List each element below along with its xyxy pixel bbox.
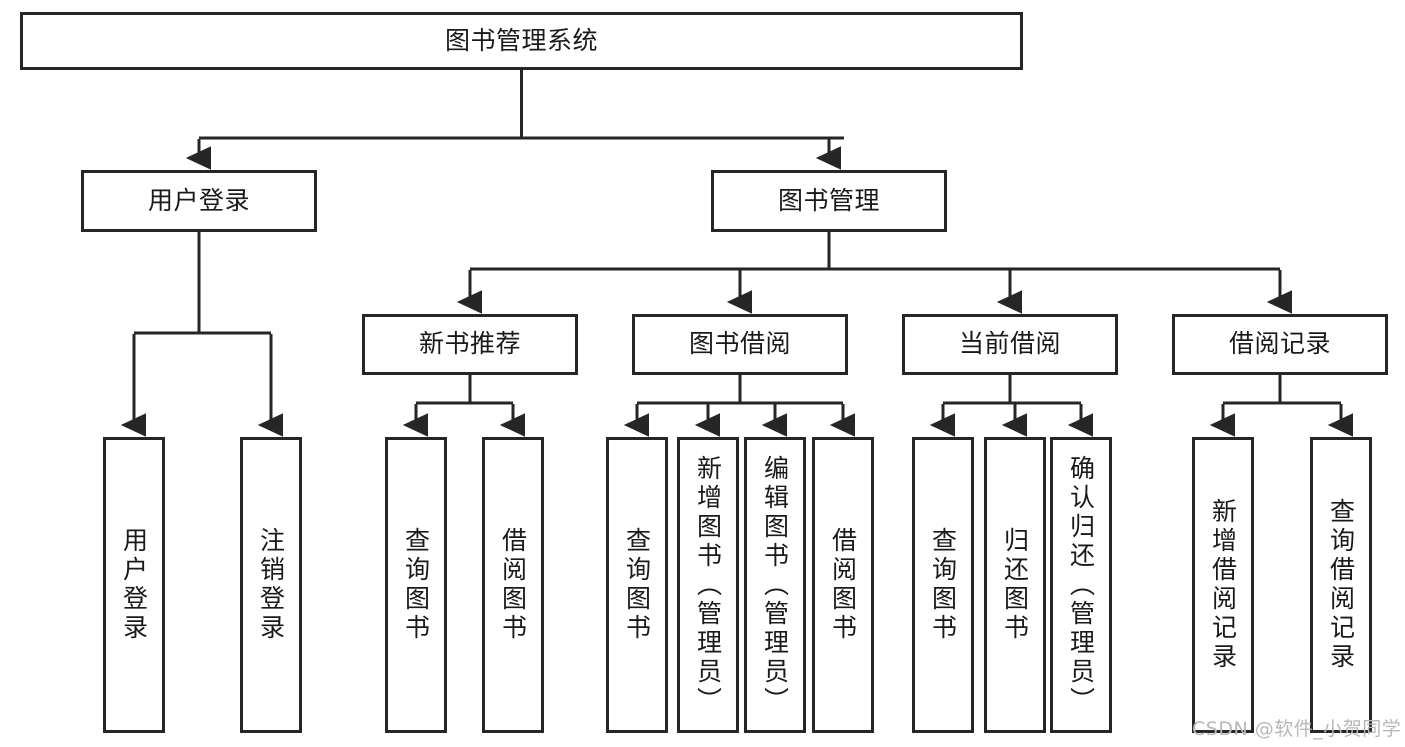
node-label: 查询图书: [622, 527, 652, 643]
node-label: 注销登录: [256, 527, 286, 643]
node-label: 当前借阅: [958, 329, 1061, 359]
node-label: 借阅记录: [1228, 329, 1331, 359]
leaf-node-return-book[interactable]: 归还图书: [984, 437, 1046, 733]
node-borrow-record[interactable]: 借阅记录: [1172, 314, 1388, 375]
leaf-node-query-book-recommend[interactable]: 查询图书: [385, 437, 447, 733]
leaf-node-query-book-current[interactable]: 查询图书: [912, 437, 974, 733]
node-label: 借阅图书: [828, 527, 858, 643]
leaf-node-user-logout[interactable]: 注销登录: [240, 437, 302, 733]
node-label: 图书管理: [777, 185, 880, 215]
node-label: 查询图书: [401, 527, 431, 643]
leaf-node-add-book-admin[interactable]: 新增图书（管理员）: [677, 437, 739, 733]
node-current-borrow[interactable]: 当前借阅: [902, 314, 1118, 375]
leaf-node-user-login[interactable]: 用户登录: [103, 437, 165, 733]
node-book-borrow[interactable]: 图书借阅: [632, 314, 848, 375]
node-label: 用户登录: [147, 185, 250, 215]
node-label: 查询图书: [928, 527, 958, 643]
node-user-login[interactable]: 用户登录: [81, 170, 317, 232]
node-label: 新增图书（管理员）: [693, 454, 723, 716]
node-new-book-recommend[interactable]: 新书推荐: [362, 314, 578, 375]
leaf-node-borrow-book[interactable]: 借阅图书: [812, 437, 874, 733]
leaf-node-borrow-book-recommend[interactable]: 借阅图书: [482, 437, 544, 733]
leaf-node-query-book-borrow[interactable]: 查询图书: [606, 437, 668, 733]
node-label: 确认归还（管理员）: [1066, 454, 1096, 716]
node-book-management[interactable]: 图书管理: [711, 170, 947, 232]
node-label: 用户登录: [119, 527, 149, 643]
leaf-node-query-borrow-record[interactable]: 查询借阅记录: [1310, 437, 1372, 733]
csdn-watermark: CSDN @软件_小贺同学: [1192, 718, 1402, 740]
node-label: 新增借阅记录: [1208, 498, 1238, 672]
node-label: 编辑图书（管理员）: [760, 454, 790, 716]
node-label: 图书管理系统: [444, 25, 598, 55]
node-label: 图书借阅: [688, 329, 791, 359]
node-root-system[interactable]: 图书管理系统: [20, 12, 1023, 70]
node-label: 归还图书: [1000, 527, 1030, 643]
leaf-node-confirm-return-admin[interactable]: 确认归还（管理员）: [1050, 437, 1112, 733]
leaf-node-edit-book-admin[interactable]: 编辑图书（管理员）: [744, 437, 806, 733]
node-label: 新书推荐: [418, 329, 521, 359]
node-label: 借阅图书: [498, 527, 528, 643]
leaf-node-add-borrow-record[interactable]: 新增借阅记录: [1192, 437, 1254, 733]
node-label: 查询借阅记录: [1326, 498, 1356, 672]
